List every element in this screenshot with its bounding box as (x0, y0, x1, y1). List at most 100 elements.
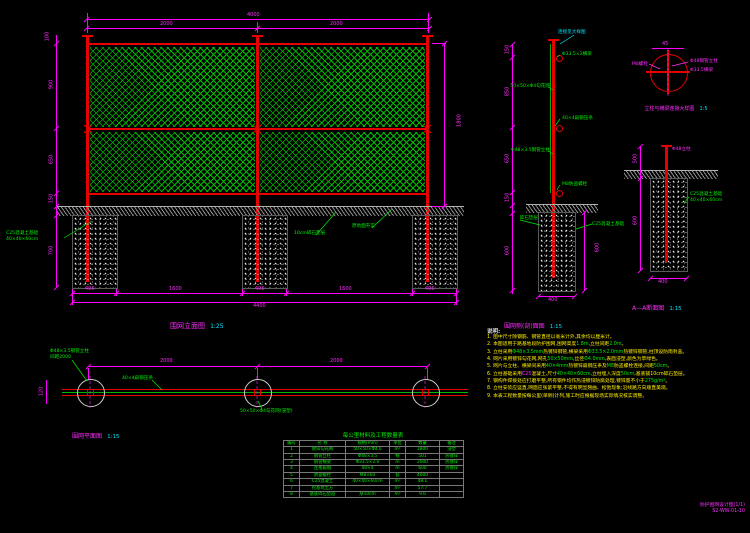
post-plan-square (87, 389, 94, 396)
note-line: 2. 本图适用于路基地段防护围网,围网高度1.8m,立柱间距2.0m。 (487, 342, 747, 348)
dim-label: 400 (425, 286, 435, 292)
note-segment: 50cm (653, 364, 668, 370)
post-detail-circle (77, 379, 105, 407)
note-line: 7. 钢构件焊接处应打磨平整,所有钢件均作热浸镀锌防腐处理,镀锌量不小于275g… (487, 379, 747, 385)
dim-label: 1600 (339, 286, 352, 292)
dim-line (46, 380, 47, 404)
note-segment: 。 (667, 364, 673, 370)
table-header-row: 编号 名 称 规格(mm) 单位 数量 备注 (283, 439, 464, 448)
ground-hatch (526, 204, 598, 213)
note-segment: C25 (521, 371, 532, 377)
post-plan-square (254, 389, 261, 396)
note-line: 8. 立柱安装应竖直,网面应张紧平整,不得有明显翘曲、松弛现象;沿线路方向顺直美… (487, 386, 747, 392)
dim-label: 1600 (169, 286, 182, 292)
foundation-pier (538, 212, 576, 292)
elevation-scale: 1:25 (210, 323, 224, 330)
note-segment: ,丝径 (572, 356, 585, 362)
note-segment: 2.0m (609, 342, 622, 348)
annotation-line: Φ48×3.5钢管立柱 (50, 349, 89, 354)
rail-pipe-section (556, 190, 563, 197)
notes-block: 说明: 1. 图中尺寸除钢筋、钢管直径以毫米计外,其余均以厘米计。 2. 本图适用… (487, 327, 747, 401)
side-scale: 1:15 (549, 324, 563, 330)
note-segment: Φ4.0mm (584, 356, 605, 362)
dim-line (72, 293, 456, 294)
annotation: M8螺栓 (631, 62, 648, 67)
annotation-line: 40×40×60cm (6, 236, 39, 242)
dim-label: 4400 (253, 303, 266, 309)
dim-label: 400 (548, 297, 558, 303)
table-title: 每公里材料及工程数量表 (342, 433, 404, 439)
note-segment: 1. 图中尺寸除钢筋、钢管直径以毫米计外,其余均以厘米计。 (487, 335, 615, 340)
annotation: Φ33.5横梁 (690, 68, 714, 73)
dim-label: 400 (85, 286, 95, 292)
annotation: C25混凝土基础 40×40×60cm (690, 192, 722, 203)
fence-post (256, 36, 259, 282)
note-segment: 40×4mm (545, 364, 569, 370)
note-line: 3. 立柱采用Φ48×3.5mm热镀锌钢管,横梁采用Φ33.5×2.0mm热镀锌… (487, 350, 747, 356)
annotation: M8防盗螺栓 (562, 182, 588, 187)
detail-circle (650, 54, 688, 92)
dim-line (650, 278, 686, 279)
note-line: 4. 网片采用镀锌勾花网,网孔50×50mm,丝径Φ4.0mm,表面浸塑,颜色为… (487, 357, 747, 363)
post-detail-circle (412, 379, 440, 407)
annotation: 连接见大样图 (558, 30, 586, 35)
annotation: C25混凝土基础 (592, 222, 625, 227)
note-segment: 2. 本图适用于路基地段防护围网,围网高度 (487, 342, 577, 348)
view-title: A—A断面图 1:15 (632, 295, 682, 314)
annotation: 50×50×Φ4勾花网 (510, 84, 550, 89)
mesh-panel (90, 132, 255, 192)
post-cap (252, 35, 263, 37)
dim-label: 2000 (160, 21, 173, 27)
dim-label: 400 (255, 286, 265, 292)
dim-label: 400 (658, 279, 668, 285)
post-cap (661, 145, 672, 147)
dim-line (86, 19, 429, 20)
dim-ext (257, 368, 258, 380)
note-segment: 8. 立柱安装应竖直,网面应张紧平整,不得有明显翘曲、松弛现象;沿线路方向顺直美… (487, 386, 671, 392)
fence-post (426, 36, 429, 282)
note-segment: ,立柱间距 (588, 342, 610, 348)
note-segment: ,表面浸塑,颜色为草绿色。 (604, 356, 661, 362)
mesh-edge-line (550, 44, 551, 193)
dim-ext (428, 13, 429, 33)
annotation: Φ48×3.5钢管立柱 (511, 148, 550, 153)
annotation-line: C25混凝土基础 (690, 192, 723, 197)
note-segment: 9. 本表工程数量按每公里(单侧)计列,施工时应根据现场实际情况核实调整。 (487, 393, 648, 399)
plan-scale: 1:15 (107, 434, 120, 440)
note-line: 5. 网片与立柱、横梁间采用40×4mm热镀锌扁钢压条及M8防盗螺栓连接,间距5… (487, 364, 747, 370)
note-segment: 3. 立柱采用 (487, 349, 513, 355)
mesh-panel (90, 47, 255, 127)
annotation: Φ48×3.5钢管立柱 间距2000 (50, 349, 89, 360)
note-segment: 50cm (620, 371, 635, 377)
view-title: 围网侧(剖)面图 1:15 (504, 313, 562, 332)
notes-heading: 说明: (487, 329, 501, 335)
dim-label: 45 (662, 41, 669, 47)
dim-ext (456, 289, 457, 305)
view-title: 围网立面图 1:25 (170, 313, 224, 332)
annotation: 原地面夯实 (352, 224, 375, 229)
detail-scale: 1:5 (699, 106, 708, 112)
note-segment: 混凝土,尺寸 (531, 371, 557, 377)
notes-list: 1. 图中尺寸除钢筋、钢管直径以毫米计外,其余均以厘米计。 2. 本图适用于路基地… (487, 335, 747, 400)
note-segment: M8 (606, 364, 614, 370)
annotation: 40×4扁钢压条 (562, 116, 593, 121)
dim-ext (432, 43, 446, 44)
note-line: 1. 图中尺寸除钢筋、钢管直径以毫米计外,其余均以厘米计。 (487, 335, 747, 341)
note-segment: Φ48×3.5mm (512, 349, 544, 355)
section-scale: 1:15 (669, 306, 682, 312)
dim-label: 2000 (330, 358, 343, 364)
post-plan-square (422, 389, 429, 396)
section-post (665, 146, 668, 262)
dim-line (512, 44, 513, 294)
plan-title: 围网平面图 (72, 433, 103, 440)
note-segment: 7. 钢构件焊接处应打磨平整,所有钢件均作热浸镀锌防腐处理,镀锌量不小于 (487, 378, 645, 384)
dim-label: 4000 (247, 12, 260, 18)
